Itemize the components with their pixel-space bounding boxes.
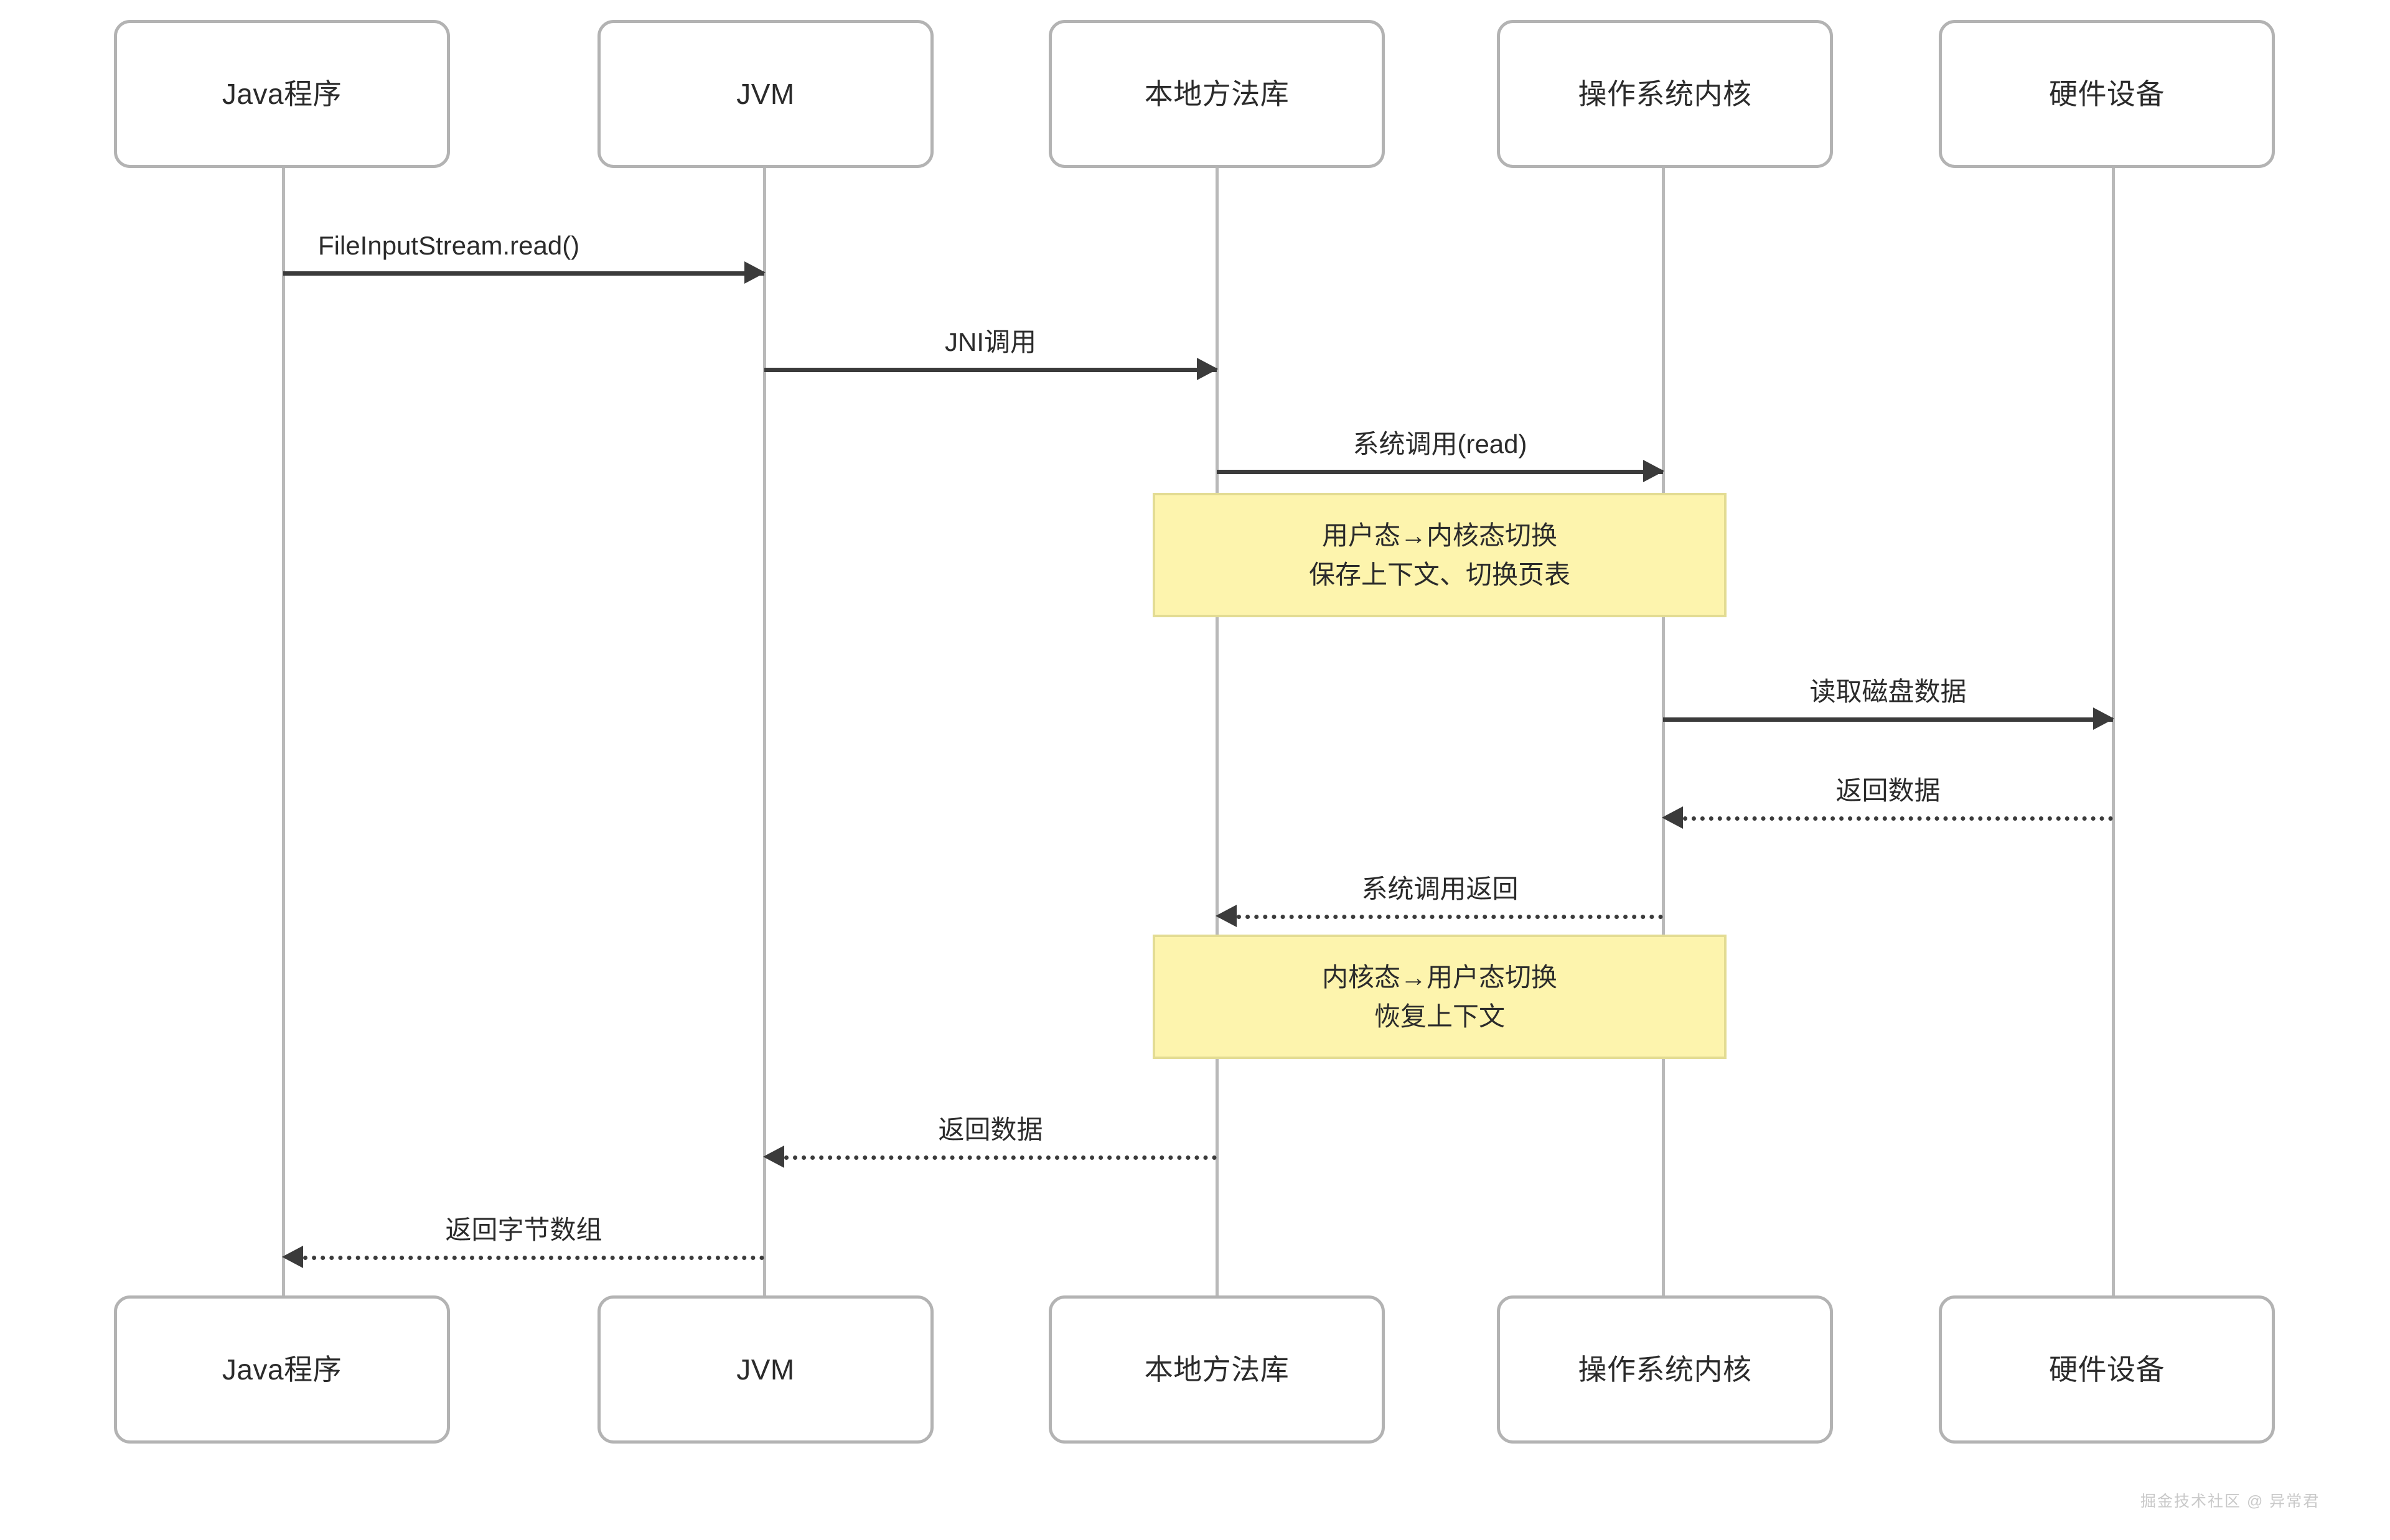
message-label: 系统调用(read)	[1352, 429, 1527, 459]
message-label: JNI调用	[944, 327, 1036, 357]
message-label: 返回数据	[1835, 776, 1941, 805]
message-line	[1237, 915, 1663, 919]
participant-label: JVM	[736, 78, 795, 110]
note-user-to-kernel-switch: 用户态→内核态切换 保存上下文、切换页表	[1153, 493, 1727, 617]
lifeline-os-kernel	[1662, 168, 1665, 1295]
lifeline-jvm	[763, 168, 766, 1295]
participant-box-top-java-program[interactable]: Java程序	[114, 20, 450, 168]
message-label: FileInputStream.read()	[318, 231, 580, 260]
watermark: 掘金技术社区 @ 异常君	[2140, 1493, 2320, 1510]
message-line	[283, 271, 764, 276]
note-line: 内核态→用户态切换	[1321, 963, 1557, 992]
message-line	[303, 1256, 764, 1260]
participant-box-bottom-native-lib[interactable]: 本地方法库	[1049, 1295, 1385, 1444]
participant-label: 操作系统内核	[1578, 1353, 1752, 1386]
message-label: 返回字节数组	[445, 1215, 602, 1244]
note-kernel-to-user-switch: 内核态→用户态切换 恢复上下文	[1153, 935, 1727, 1059]
participant-label: 本地方法库	[1144, 1353, 1290, 1386]
lifeline-hardware	[2112, 168, 2115, 1295]
participant-label: Java程序	[222, 1353, 342, 1386]
arrow-head-left-icon	[763, 1146, 784, 1168]
note-line: 保存上下文、切换页表	[1308, 560, 1570, 589]
message-line	[1217, 470, 1663, 474]
message-label: 返回数据	[938, 1115, 1043, 1144]
note-line: 恢复上下文	[1374, 1002, 1505, 1031]
participant-box-bottom-jvm[interactable]: JVM	[598, 1295, 934, 1444]
arrow-head-right-icon	[1643, 460, 1664, 482]
arrow-head-right-icon	[1197, 358, 1218, 380]
participant-box-top-hardware[interactable]: 硬件设备	[1939, 20, 2275, 168]
message-label: 系统调用返回	[1361, 874, 1519, 903]
arrow-head-right-icon	[2093, 707, 2114, 730]
message-line	[784, 1155, 1217, 1160]
arrow-head-right-icon	[744, 261, 766, 284]
message-line	[1663, 717, 2113, 722]
participant-label: JVM	[736, 1353, 795, 1386]
note-line: 用户态→内核态切换	[1321, 521, 1557, 550]
participant-box-top-os-kernel[interactable]: 操作系统内核	[1497, 20, 1833, 168]
message-line	[764, 368, 1217, 372]
participant-label: Java程序	[222, 78, 342, 110]
participant-box-top-jvm[interactable]: JVM	[598, 20, 934, 168]
arrow-head-left-icon	[1662, 806, 1683, 829]
lifeline-native-lib	[1216, 168, 1219, 1295]
message-label: 读取磁盘数据	[1809, 677, 1967, 706]
participant-box-bottom-java-program[interactable]: Java程序	[114, 1295, 450, 1444]
participant-label: 本地方法库	[1144, 78, 1290, 110]
message-line	[1683, 816, 2113, 821]
participant-label: 硬件设备	[2049, 78, 2165, 110]
participant-box-bottom-hardware[interactable]: 硬件设备	[1939, 1295, 2275, 1444]
participant-label: 操作系统内核	[1578, 78, 1752, 110]
arrow-head-left-icon	[1216, 905, 1237, 927]
participant-box-top-native-lib[interactable]: 本地方法库	[1049, 20, 1385, 168]
lifeline-java-program	[282, 168, 285, 1295]
participant-label: 硬件设备	[2049, 1353, 2165, 1386]
participant-box-bottom-os-kernel[interactable]: 操作系统内核	[1497, 1295, 1833, 1444]
arrow-head-left-icon	[282, 1246, 303, 1268]
